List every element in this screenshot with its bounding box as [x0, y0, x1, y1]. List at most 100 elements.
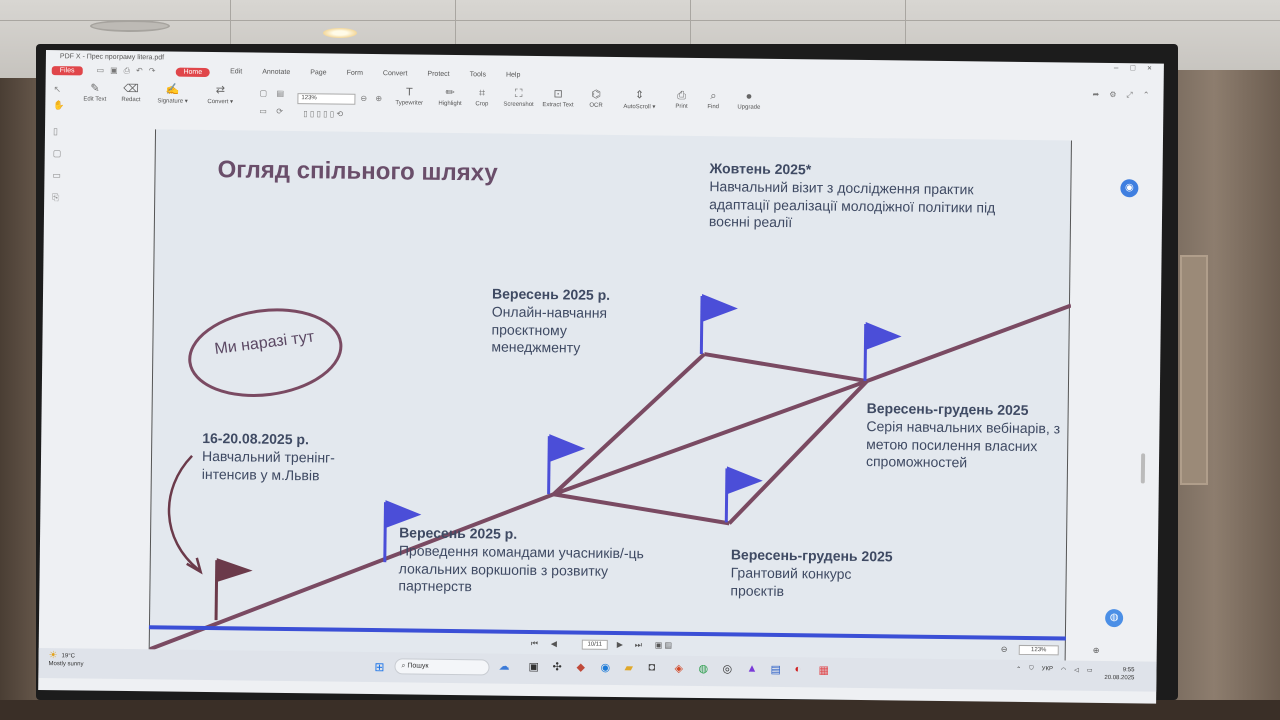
timeline-path-segment	[553, 492, 730, 526]
screenshot-tool[interactable]: ⛶Screenshot	[503, 87, 534, 108]
zoom-in-icon[interactable]: ⊕	[375, 94, 383, 104]
security-icon[interactable]: ⛉	[1029, 666, 1034, 673]
next-page-icon[interactable]: ▶	[616, 640, 623, 650]
event-text-training: Навчальний тренінг-інтенсив у м.Львів	[201, 447, 335, 483]
fit-width-icon[interactable]: ▤	[276, 88, 285, 98]
ocr-tool[interactable]: ⌬OCR	[589, 88, 603, 109]
close-icon[interactable]: ×	[1147, 63, 1152, 73]
comments-icon[interactable]: ▭	[52, 170, 62, 181]
hand-icon[interactable]: ✋	[53, 100, 65, 111]
file-explorer-icon[interactable]: ▰	[624, 662, 634, 675]
signature-tool[interactable]: ✍Signature ▾	[157, 83, 188, 105]
slide-title: Огляд спільного шляху	[217, 156, 498, 187]
event-date-study-visit: Жовтень 2025*	[709, 160, 812, 178]
weather-widget[interactable]: ☀ 19°C Mostly sunny	[48, 650, 83, 668]
task-view-icon[interactable]: ▣	[528, 660, 539, 674]
menu-tools[interactable]: Tools	[469, 70, 487, 78]
vertical-scrollbar[interactable]	[1140, 453, 1146, 484]
last-page-icon[interactable]: ⏭	[634, 640, 643, 650]
undo-icon[interactable]: ↶	[136, 66, 143, 76]
rotate-icon[interactable]: ⟳	[276, 106, 284, 116]
zoom-select[interactable]: 123%	[297, 93, 356, 105]
first-page-icon[interactable]: ⏮	[530, 638, 539, 649]
menu-edit[interactable]: Edit	[230, 67, 243, 75]
apps-icon[interactable]: ✣	[552, 661, 562, 674]
taskbar-search[interactable]: ⌕ Пошук	[394, 658, 490, 676]
save-icon[interactable]: ▣	[110, 65, 118, 75]
bookmark-icon[interactable]: ▯	[52, 126, 59, 137]
app-icon[interactable]: ▲	[746, 662, 758, 675]
attachments-icon[interactable]: ⎘	[52, 192, 60, 203]
extract-text-tool[interactable]: ⊡Extract Text	[542, 88, 574, 109]
edge-icon[interactable]: ◉	[600, 661, 611, 674]
crop-tool[interactable]: ⌗Crop	[475, 87, 489, 108]
find-tool[interactable]: ⌕Find	[707, 90, 720, 111]
page-number-input[interactable]: 10/11	[581, 639, 608, 650]
battery-icon[interactable]: ▭	[1086, 667, 1093, 674]
redo-icon[interactable]: ↷	[148, 66, 156, 76]
redact-icon: ⌫	[123, 82, 139, 96]
app-icon[interactable]: ◎	[722, 663, 733, 676]
edit-text-tool[interactable]: ✎Edit Text	[83, 82, 107, 103]
menu-page[interactable]: Page	[310, 68, 327, 76]
fit-page-icon[interactable]: ▢	[259, 88, 268, 98]
menu-convert[interactable]: Convert	[382, 69, 408, 77]
timeline-path-segment	[704, 352, 868, 384]
zoom-out-bottom-icon[interactable]: ⊖	[1000, 644, 1008, 654]
convert-tool[interactable]: ⇄Convert ▾	[207, 84, 234, 106]
previous-page-icon[interactable]: ◀	[550, 639, 557, 649]
flag-study-visit	[699, 294, 738, 355]
page-layout-icon[interactable]: ▯ ▯ ▯ ▯ ▯ ⟲	[303, 109, 344, 119]
flag-current	[214, 558, 253, 621]
autoscroll-tool[interactable]: ⇕AutoScroll ▾	[623, 89, 656, 111]
camera-icon[interactable]: ◘	[648, 661, 656, 674]
menu-home[interactable]: Home	[175, 67, 211, 77]
edit-text-icon: ✎	[90, 82, 100, 95]
highlight-icon: ✏	[445, 86, 455, 99]
clock-date: 20.08.2025	[1104, 674, 1135, 682]
widgets-icon[interactable]: ☁	[498, 660, 510, 673]
upgrade-tool[interactable]: ●Upgrade	[737, 90, 761, 111]
redact-tool[interactable]: ⌫Redact	[121, 82, 141, 104]
floor	[0, 700, 1280, 720]
copilot-icon[interactable]: ◆	[576, 661, 586, 674]
extract-text-icon: ⊡	[553, 88, 563, 101]
chevron-up-icon[interactable]: ⌃	[1016, 666, 1022, 673]
open-icon[interactable]: ▭	[96, 65, 105, 75]
floating-tools-button[interactable]: ◍	[1105, 608, 1124, 628]
zoom-level-bottom[interactable]: 123%	[1018, 644, 1059, 656]
volume-icon[interactable]: ◁	[1074, 667, 1079, 674]
single-page-icon[interactable]: ▭	[259, 106, 267, 116]
ai-assistant-button[interactable]: ◉	[1120, 179, 1139, 198]
pdf-app-icon[interactable]: ▦	[818, 664, 829, 677]
ceiling-tile-line	[690, 0, 691, 44]
menu-protect[interactable]: Protect	[427, 70, 450, 78]
highlight-tool[interactable]: ✏Highlight	[438, 86, 462, 108]
powerpoint-icon[interactable]: ◈	[674, 662, 684, 675]
window-controls: – □ ×	[1114, 63, 1152, 72]
select-arrow-icon[interactable]: ↖	[53, 84, 62, 95]
system-clock[interactable]: 9:55 20.08.2025	[1104, 666, 1134, 682]
sun-icon: ☀	[48, 650, 58, 662]
windows-start-icon[interactable]: ⊞	[374, 660, 385, 675]
chrome-icon[interactable]: ◍	[698, 663, 709, 676]
view-mode-icon[interactable]: ▣ ▤	[654, 640, 673, 650]
thumbnails-icon[interactable]: ▢	[52, 148, 62, 159]
zoom-out-icon[interactable]: ⊖	[360, 93, 368, 103]
zoom-in-bottom-icon[interactable]: ⊕	[1092, 645, 1100, 655]
ceiling-tile-line	[0, 20, 1280, 21]
app-icon[interactable]: ◐	[794, 663, 802, 676]
print-tool[interactable]: ⎙Print	[675, 89, 688, 110]
menu-annotate[interactable]: Annotate	[262, 68, 291, 76]
window-title: PDF X - Прес програму litera.pdf	[59, 52, 165, 61]
maximize-icon[interactable]: □	[1130, 63, 1136, 73]
menu-form[interactable]: Form	[346, 69, 363, 77]
wifi-icon[interactable]: ◠	[1060, 667, 1067, 674]
menu-help[interactable]: Help	[505, 71, 521, 79]
language-indicator[interactable]: УКР	[1041, 666, 1053, 673]
print-icon[interactable]: ⎙	[123, 65, 131, 76]
files-button[interactable]: Files	[51, 65, 83, 75]
word-icon[interactable]: ▤	[770, 663, 781, 677]
minimize-icon[interactable]: –	[1113, 63, 1119, 73]
